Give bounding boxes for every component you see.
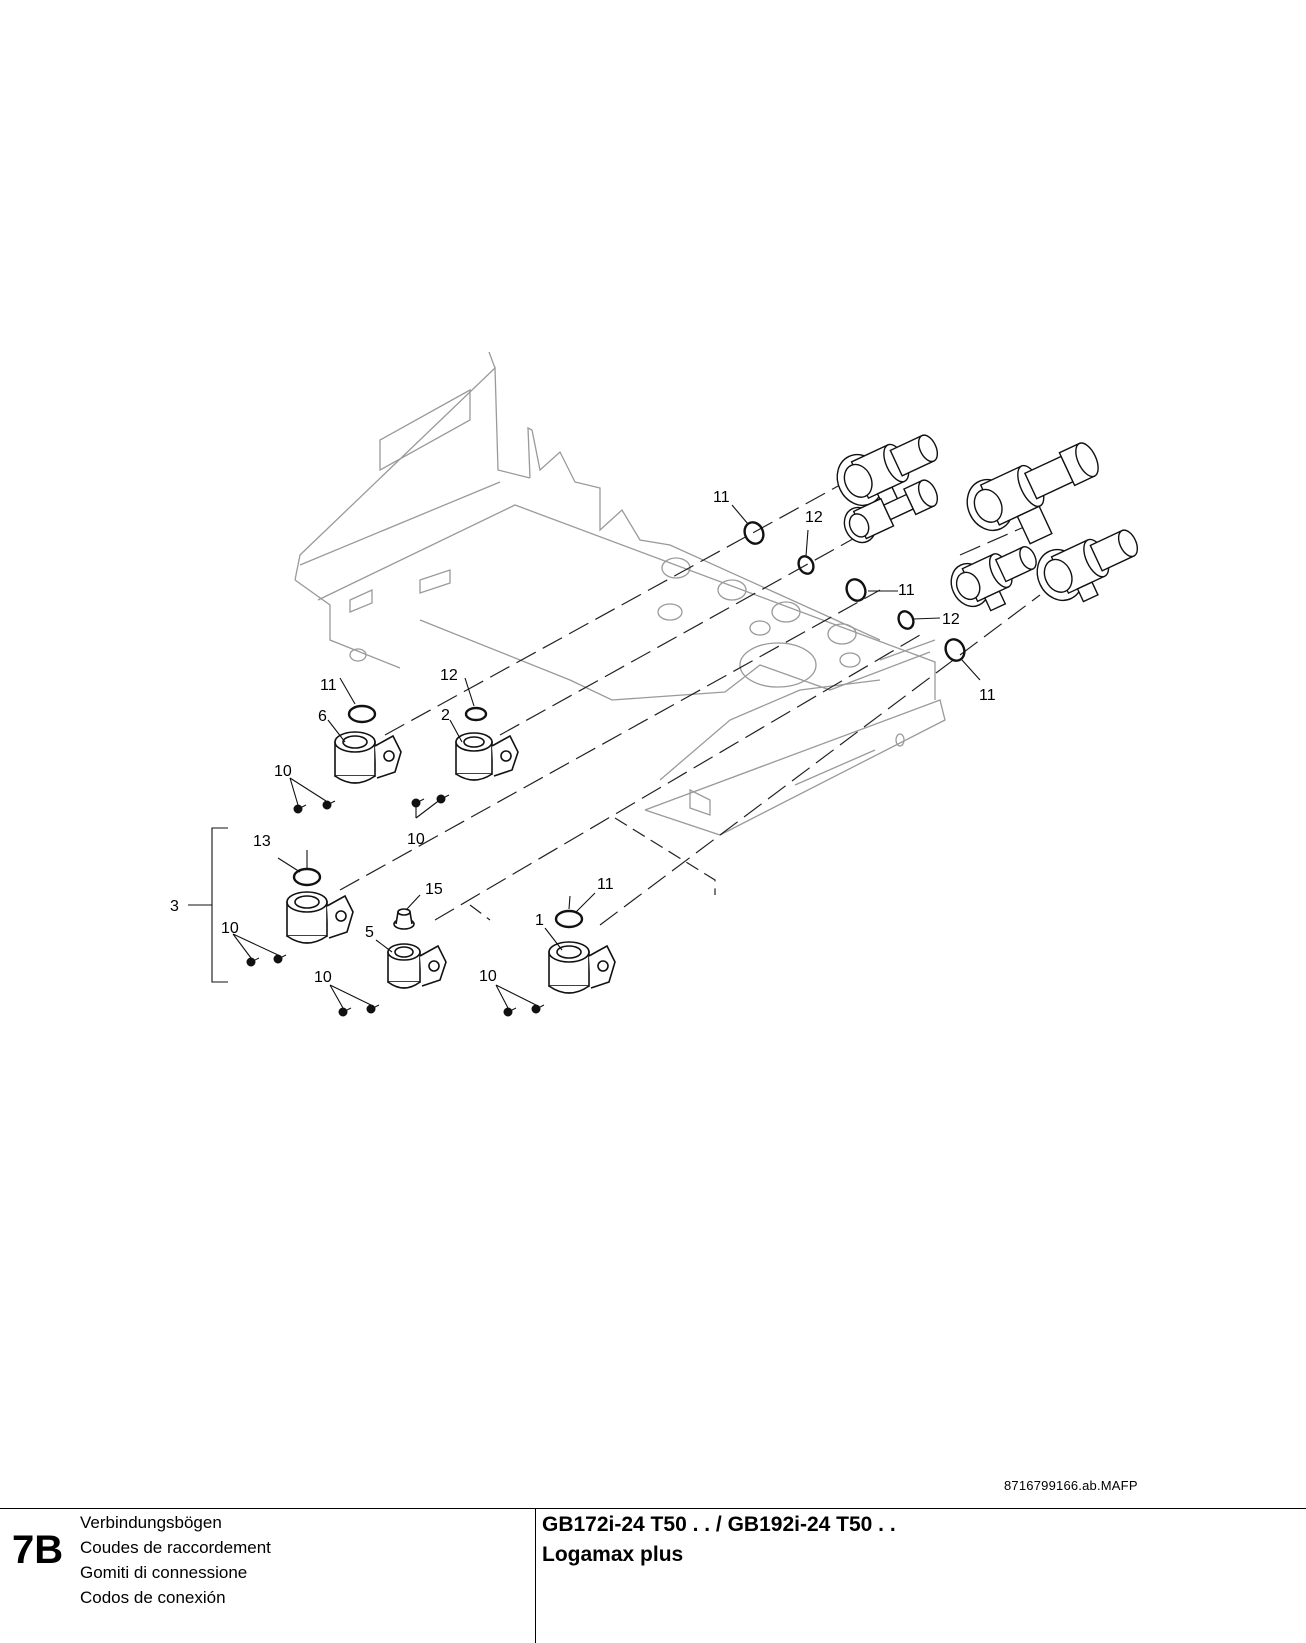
product-line: Logamax plus: [542, 1543, 684, 1566]
callout-10a: 10: [274, 763, 292, 780]
callout-12b: 12: [942, 611, 960, 628]
callout-15: 15: [425, 881, 443, 898]
model-line: GB172i-24 T50 . . / GB192i-24 T50 . .: [542, 1513, 896, 1536]
valve-tee: [966, 442, 1099, 545]
section-code: 7B: [12, 1528, 64, 1572]
callout-10e: 10: [479, 968, 497, 985]
callout-5: 5: [365, 924, 374, 941]
ring-12c: [464, 706, 488, 722]
callout-10b: 10: [407, 831, 425, 848]
callout-12c: 12: [440, 667, 458, 684]
exploded-parts-diagram: 11 12 11 12 11 11 6 12 2 10 10 13 3 10 1…: [170, 351, 1139, 1017]
callout-11e: 11: [597, 876, 614, 893]
callout-labels: 11 12 11 12 11 11 6 12 2 10 10 13 3 10 1…: [170, 489, 996, 986]
callout-11a: 11: [713, 489, 730, 506]
model-block: GB172i-24 T50 . . / GB192i-24 T50 . . Lo…: [542, 1510, 896, 1570]
drawing-reference-code: 8716799166.ab.MAFP: [1004, 1478, 1138, 1493]
callout-1: 1: [535, 912, 544, 929]
callout-3: 3: [170, 898, 179, 915]
title-es: Codos de conexión: [80, 1588, 226, 1607]
title-de: Verbindungsbögen: [80, 1513, 222, 1532]
callout-13: 13: [253, 833, 271, 850]
mounting-frame: [294, 351, 946, 836]
callout-12a: 12: [805, 509, 823, 526]
callout-11d: 11: [320, 677, 337, 694]
title-block: 7B Verbindungsbögen Coudes de raccordeme…: [0, 1508, 1306, 1643]
elbow-3: [286, 891, 354, 944]
ring-11e: [554, 909, 584, 929]
elbow-2: [455, 732, 519, 781]
valve-small-pipe: [843, 479, 939, 544]
callout-11c: 11: [979, 687, 996, 704]
ring-11a: [743, 521, 765, 545]
ring-13: [292, 867, 322, 887]
elbow-1: [548, 941, 616, 994]
leader-lines: [188, 504, 981, 1009]
dashed-frame-outline: [469, 817, 716, 921]
valve-top-left: [836, 434, 939, 508]
ring-12b: [897, 610, 915, 630]
elbow-6: [334, 731, 402, 784]
elbow-5: [387, 943, 447, 989]
plug-15: [393, 908, 415, 930]
valve-mid: [950, 545, 1037, 612]
title-it: Gomiti di connessione: [80, 1563, 248, 1582]
ring-11c: [944, 638, 966, 662]
title-block-rule: [0, 1508, 1306, 1509]
ring-12a: [797, 555, 815, 575]
title-fr: Coudes de raccordement: [80, 1538, 271, 1557]
callout-10c: 10: [221, 920, 239, 937]
callout-11b: 11: [898, 582, 915, 599]
callout-6: 6: [318, 708, 327, 725]
ring-11d: [347, 704, 377, 724]
connection-elbows: [286, 731, 616, 994]
title-block-divider: [535, 1508, 536, 1643]
valve-right: [1036, 529, 1139, 603]
callout-10d: 10: [314, 969, 332, 986]
section-titles: Verbindungsbögen Coudes de raccordement …: [80, 1510, 271, 1610]
service-valves: [836, 434, 1139, 612]
assembly-lines: [339, 484, 1041, 926]
ring-11b: [845, 578, 867, 602]
sealing-rings: [292, 521, 966, 929]
callout-2: 2: [441, 707, 450, 724]
